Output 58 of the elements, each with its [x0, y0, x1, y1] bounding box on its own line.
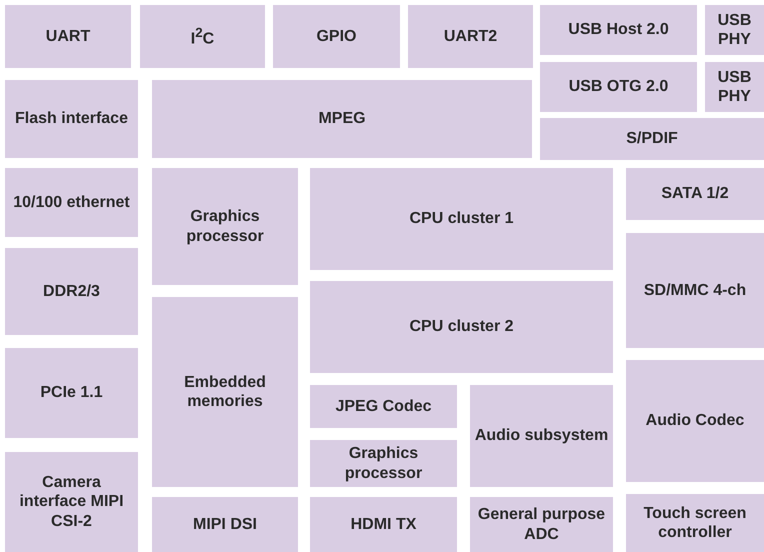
ip-block — [5, 248, 138, 335]
ip-block — [310, 440, 457, 487]
block-label: USB Host 2.0 — [568, 20, 669, 40]
block-label: MPEG — [318, 109, 366, 129]
ip-block — [140, 5, 265, 68]
block-label: DDR2/3 — [43, 282, 100, 302]
block-label: USB OTG 2.0 — [568, 77, 668, 97]
ip-block — [470, 385, 613, 487]
block-label: JPEG Codec — [335, 396, 432, 416]
ip-block — [705, 62, 764, 112]
ip-block — [540, 118, 764, 160]
block-label: UART2 — [444, 26, 498, 46]
ip-block — [310, 281, 613, 373]
ip-block — [540, 62, 697, 112]
ip-block — [470, 497, 613, 552]
ip-block — [5, 452, 138, 552]
block-label: UART — [46, 26, 90, 46]
ip-block — [626, 168, 764, 220]
block-label: 10/100 ethernet — [13, 192, 130, 212]
block-label: GPIO — [316, 26, 356, 46]
ip-block — [5, 80, 138, 158]
ip-block — [310, 168, 613, 270]
block-label: PCIe 1.1 — [40, 383, 103, 403]
block-label: Camera interface MIPI CSI-2 — [18, 473, 125, 531]
ip-block — [5, 168, 138, 237]
block-label: Embedded memories — [183, 372, 267, 412]
ip-block — [5, 348, 138, 438]
ip-block — [626, 360, 764, 482]
block-label: General purpose ADC — [476, 505, 606, 544]
block-label: Audio subsystem — [474, 426, 608, 446]
block-label: USB PHY — [716, 10, 752, 50]
ip-block — [705, 5, 764, 55]
ip-block — [273, 5, 400, 68]
block-label: CPU cluster 2 — [409, 317, 514, 337]
block-label: USB PHY — [716, 68, 752, 106]
block-label: Touch screen controller — [642, 504, 748, 542]
ip-block — [5, 5, 131, 68]
ip-block — [310, 497, 457, 552]
ip-block — [152, 497, 298, 552]
ip-block — [152, 80, 532, 158]
block-label: CPU cluster 1 — [409, 209, 514, 229]
ip-block — [626, 494, 764, 552]
block-label: Flash interface — [15, 109, 128, 129]
block-label: HDMI TX — [350, 514, 416, 534]
ip-block — [152, 297, 298, 487]
block-label: Graphics processor — [344, 444, 424, 483]
block-label: S/PDIF — [626, 129, 678, 149]
block-label: I$^{2}$C — [190, 24, 214, 48]
block-label: MIPI DSI — [192, 514, 257, 534]
ip-block — [540, 5, 697, 55]
block-label: SD/MMC 4-ch — [644, 280, 746, 300]
block-label: Audio Codec — [646, 411, 744, 431]
block-label: Graphics processor — [185, 207, 265, 246]
ip-block — [408, 5, 533, 68]
ip-block — [152, 168, 298, 285]
block-label: SATA 1/2 — [661, 184, 729, 204]
ip-block — [626, 233, 764, 348]
ip-block — [310, 385, 457, 428]
